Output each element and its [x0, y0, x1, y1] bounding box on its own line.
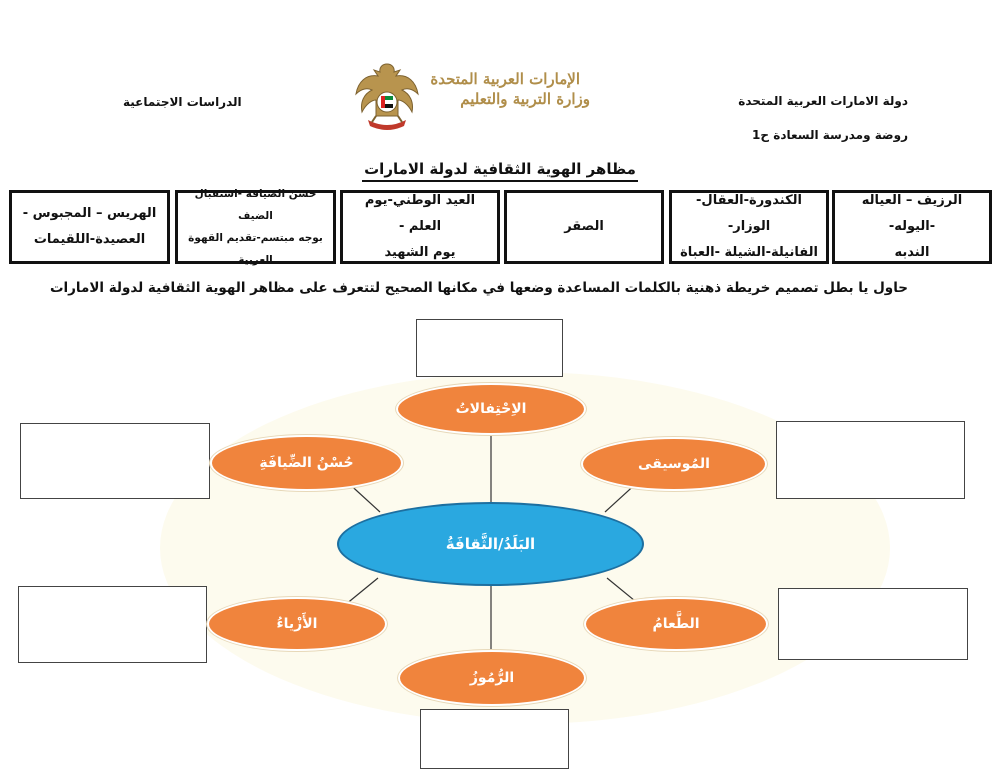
word-bank-box-symbol: الصقر	[504, 190, 664, 264]
word-bank-box-food: الهريس – المجبوس -العصيدة-اللقيمات	[9, 190, 170, 264]
word-bank-box-sports: الرزيف – العياله -اليوله-الندبه	[832, 190, 992, 264]
node-celebrations: الاِحْتِفالاتُ	[396, 383, 586, 435]
node-music: المُوسيقى	[581, 437, 767, 491]
answer-box-upper-left[interactable]	[20, 423, 210, 499]
page-title: مظاهر الهوية الثقافية لدولة الامارات	[0, 160, 1000, 182]
country-name: دولة الامارات العربية المتحدة	[738, 94, 908, 108]
node-hospitality: حُسْنُ الضِّيافَةِ	[210, 435, 403, 491]
uae-emblem-icon	[352, 58, 422, 132]
answer-box-bottom[interactable]	[420, 709, 569, 769]
answer-box-lower-left[interactable]	[18, 586, 207, 663]
node-food: الطَّعامُ	[584, 597, 768, 651]
instruction-text: حاول يا بطل تصميم خريطة ذهنية بالكلمات ا…	[49, 280, 908, 296]
word-bank-box-celebrations: العيد الوطني-يوم العلم -يوم الشهيد	[340, 190, 500, 264]
node-center-country-culture: البَلَدُ/الثَّقافَةُ	[337, 502, 644, 586]
ministry-line2: وزارة التربية والتعليم	[460, 90, 590, 108]
word-bank-box-clothing: الكندورة-العقال-الوزار-الفانيلة-الشيلة -…	[669, 190, 829, 264]
node-clothing: الأَزْياءُ	[207, 597, 387, 651]
answer-box-lower-right[interactable]	[778, 588, 968, 660]
ministry-line1: الإمارات العربية المتحدة	[430, 70, 580, 88]
node-symbols: الرُّمُوزُ	[398, 650, 586, 706]
school-name: روضة ومدرسة السعادة ح1	[752, 128, 908, 142]
answer-box-top[interactable]	[416, 319, 563, 377]
subject-name: الدراسات الاجتماعية	[123, 95, 242, 109]
answer-box-upper-right[interactable]	[776, 421, 965, 499]
